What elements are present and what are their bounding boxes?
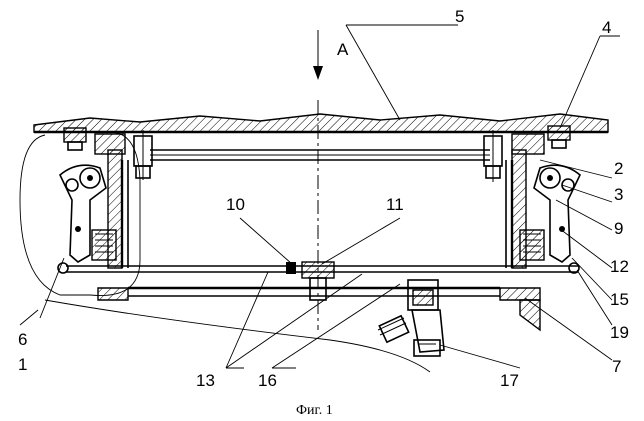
callout-1: 1 [18,355,27,374]
callout-6: 6 [18,330,27,349]
callout-15: 15 [610,290,629,309]
callout-5: 5 [455,7,464,26]
callout-10: 10 [226,195,245,214]
figure-caption: Фиг. 1 [296,403,333,418]
base-frame [98,288,540,330]
callout-9: 9 [614,219,623,238]
callout-16: 16 [258,371,277,390]
upper-cross-bar [150,150,490,160]
ceiling-plate [34,114,608,132]
callout-7: 7 [612,357,621,376]
callout-2: 2 [614,159,623,178]
view-arrow [313,30,323,330]
callout-4: 4 [602,18,611,37]
view-marker: А [337,40,349,59]
callout-19: 19 [610,323,629,342]
contour-outline [20,132,430,372]
callout-11: 11 [386,195,404,214]
valve-assembly [378,280,444,356]
callout-13: 13 [196,371,215,390]
callout-12: 12 [610,257,629,276]
right-lever-mechanism [520,165,580,273]
right-bolt-group [484,126,570,182]
callout-3: 3 [614,185,623,204]
callout-17: 17 [500,371,519,390]
